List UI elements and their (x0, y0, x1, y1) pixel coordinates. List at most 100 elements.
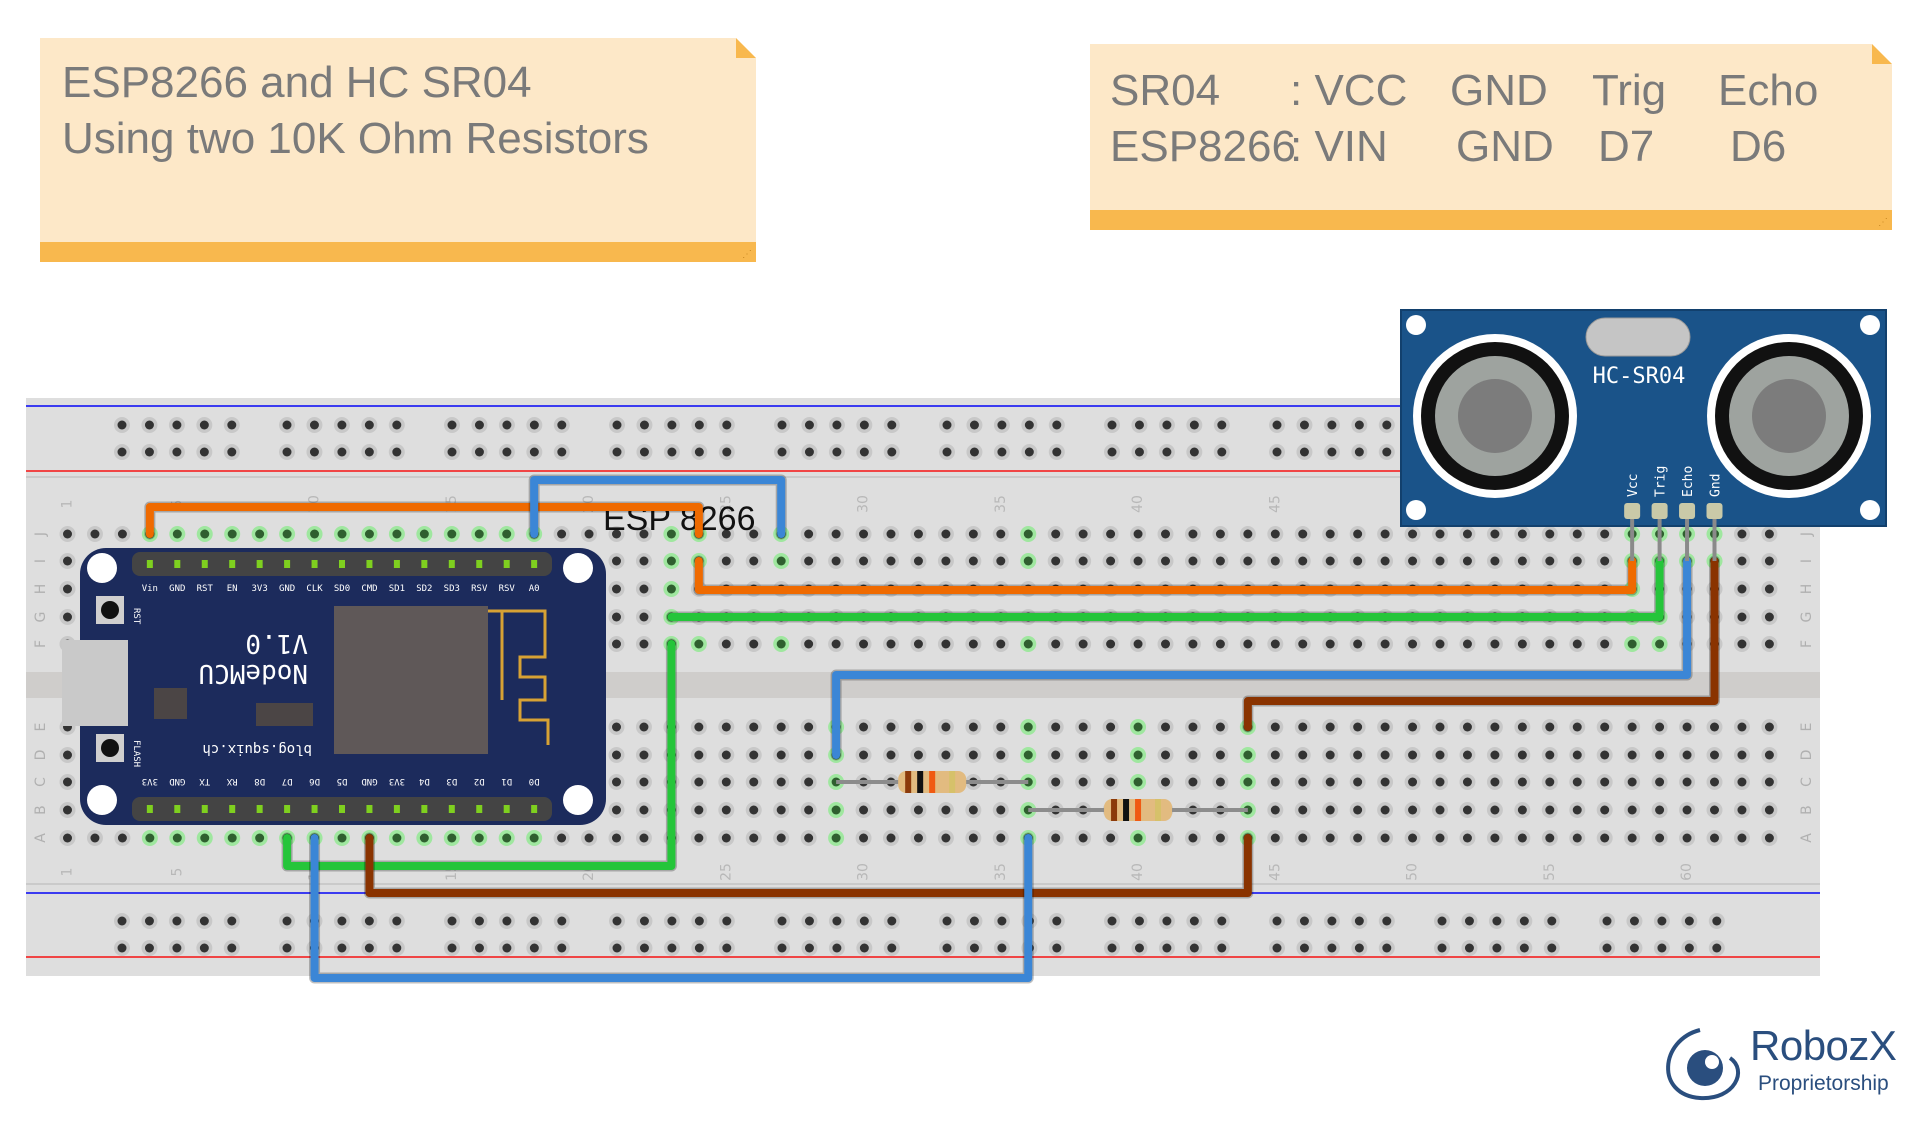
column-number: 45 (1267, 495, 1283, 513)
bottom-pin-label: 3V3 (389, 776, 405, 786)
breadboard-hole-center (639, 584, 649, 594)
header-pin (146, 805, 153, 813)
breadboard-hole-center (996, 750, 1006, 760)
breadboard-hole-center (1272, 447, 1282, 457)
breadboard-hole-center (117, 447, 127, 457)
breadboard-hole-center (968, 722, 978, 732)
breadboard-hole-center (1408, 556, 1418, 566)
wire-vcc[interactable] (694, 557, 1637, 594)
breadboard-hole-center (419, 833, 429, 843)
breadboard-hole-center (612, 420, 622, 430)
breadboard-hole-center (997, 420, 1007, 430)
header-pin (448, 560, 455, 568)
header-pin (229, 560, 236, 568)
wire-jumper-blue[interactable] (530, 476, 786, 538)
top-pin-label: A0 (529, 584, 540, 594)
breadboard-hole-center (859, 943, 869, 953)
resize-grip-icon[interactable]: ⋰ (1878, 217, 1888, 228)
breadboard-hole-center (1215, 777, 1225, 787)
top-pin-label: SD0 (334, 584, 350, 594)
column-number: 35 (993, 863, 1009, 881)
resistors (836, 771, 1248, 821)
breadboard-hole-center (282, 943, 292, 953)
breadboard-hole-center (1545, 639, 1555, 649)
breadboard-hole-center (1106, 750, 1116, 760)
rst-button-knob[interactable] (101, 601, 119, 619)
wire-esp-gnd[interactable] (365, 834, 1252, 897)
pin-row2-label: ESP8266 (1110, 122, 1296, 171)
board-name-label: NodeMCU (198, 658, 308, 688)
breadboard-hole-center (1572, 750, 1582, 760)
breadboard-hole-center (968, 833, 978, 843)
breadboard-hole-center (942, 420, 952, 430)
breadboard-hole-center (1572, 777, 1582, 787)
row-label: D (33, 750, 49, 761)
wire-vin[interactable] (145, 503, 703, 538)
bottom-pin-label: GND (361, 776, 377, 786)
header-pin (531, 805, 538, 813)
breadboard-hole-center (1078, 556, 1088, 566)
bottom-pin-label: D8 (254, 776, 265, 786)
breadboard-hole-center (997, 943, 1007, 953)
breadboard-hole-center (1710, 833, 1719, 843)
breadboard-hole-center (1107, 447, 1117, 457)
breadboard-hole-center (1682, 777, 1692, 787)
flash-label: FLASH (131, 740, 141, 767)
chip-regulator (256, 703, 313, 726)
breadboard-hole-center (1682, 750, 1692, 760)
breadboard-hole-center (117, 943, 127, 953)
header-pin (393, 560, 400, 568)
breadboard-hole-center (1600, 722, 1610, 732)
breadboard-hole-center (144, 943, 154, 953)
flash-button-knob[interactable] (101, 739, 119, 757)
breadboard-hole-center (694, 943, 704, 953)
breadboard-hole-center (172, 916, 182, 926)
wire-trig[interactable] (667, 557, 1664, 621)
breadboard-hole-center (859, 556, 869, 566)
breadboard-hole-center (1517, 777, 1527, 787)
breadboard-hole-center (639, 805, 649, 815)
pin-row1-vcc: : VCC (1290, 66, 1408, 115)
nodemcu-board[interactable]: RST FLASH V1.0 NodeMCU blog.squix.ch Vin… (62, 548, 606, 825)
breadboard-hole-center (1492, 916, 1502, 926)
breadboard-hole-center (1354, 943, 1364, 953)
note-fold (1872, 44, 1892, 64)
breadboard-hole-center (1270, 639, 1280, 649)
top-pin-label: SD3 (444, 584, 460, 594)
resistor-band (929, 771, 936, 793)
breadboard-hole-center (337, 420, 347, 430)
breadboard-hole-center (859, 529, 869, 539)
breadboard-hole-center (913, 556, 923, 566)
breadboard-hole-center (666, 584, 676, 594)
breadboard-hole-center (447, 447, 457, 457)
breadboard-hole-center (1215, 833, 1225, 843)
breadboard-hole-center (831, 805, 841, 815)
breadboard-hole-center (1710, 722, 1719, 732)
breadboard-hole-center (117, 529, 127, 539)
breadboard-hole-center (1215, 556, 1225, 566)
resize-grip-icon[interactable]: ⋰ (742, 249, 752, 260)
breadboard-hole-center (63, 612, 72, 622)
breadboard-hole-center (639, 833, 649, 843)
breadboard-hole-center (1078, 529, 1088, 539)
breadboard-hole-center (969, 447, 979, 457)
sensor-pin-label: Gnd (1709, 474, 1724, 497)
breadboard-hole-center (1270, 750, 1280, 760)
breadboard-hole-center (1380, 722, 1390, 732)
wire-gnd[interactable] (1243, 557, 1719, 731)
breadboard-hole-center (859, 639, 869, 649)
breadboard-hole-center (282, 916, 292, 926)
breadboard-hole-center (1133, 833, 1143, 843)
breadboard-hole-center (1490, 639, 1500, 649)
wire-d6[interactable] (310, 834, 1033, 982)
breadboard-hole-center (721, 639, 731, 649)
breadboard-hole-center (776, 722, 786, 732)
wire-d7[interactable] (283, 640, 676, 870)
breadboard-hole-center (1270, 529, 1280, 539)
wire-echo[interactable] (832, 557, 1692, 759)
title-line-2: Using two 10K Ohm Resistors (62, 114, 649, 163)
breadboard-hole-center (694, 750, 704, 760)
breadboard-hole-center (199, 420, 209, 430)
